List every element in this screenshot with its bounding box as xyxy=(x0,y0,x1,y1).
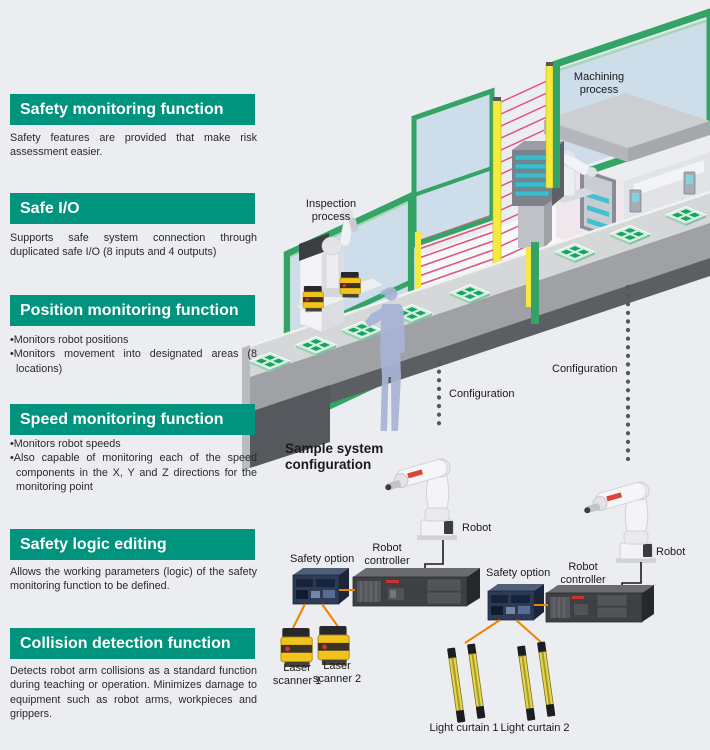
section-body-safety-monitoring: Safety features are provided that make r… xyxy=(10,132,257,159)
label-light-curtain-1: Light curtain 1 xyxy=(429,722,499,734)
worker-silhouette xyxy=(365,286,405,431)
section-body-safe-io: Supports safe system connection through … xyxy=(10,232,257,259)
section-body-safety-logic: Allows the working parameters (logic) of… xyxy=(10,566,257,593)
label-configuration-right: Configuration xyxy=(552,363,618,375)
gate-post-near xyxy=(526,242,539,324)
safety-option-1 xyxy=(292,568,349,605)
label-safety-option-2: Safety option xyxy=(486,567,551,579)
safety-option-2 xyxy=(487,584,544,621)
section-title-speed-monitoring: Speed monitoring function xyxy=(10,404,255,435)
cables-orange-1 xyxy=(291,589,355,631)
bullet-item: •Monitors movement into designated areas… xyxy=(10,348,257,375)
section-body-collision-detection: Detects robot arm collisions as a standa… xyxy=(10,665,257,720)
bullet-item: •Monitors robot positions xyxy=(10,334,129,346)
label-robot-controller-2: Robot controller xyxy=(560,561,606,586)
section-body-speed-monitoring: •Monitors robot speeds •Also capable of … xyxy=(10,437,257,494)
label-safety-option-1: Safety option xyxy=(290,553,355,565)
label-laser-scanner-2: Laser scanner 2 xyxy=(312,660,362,685)
cables-orange-2 xyxy=(464,604,548,644)
inspection-robot xyxy=(320,208,359,297)
sample-robot-2 xyxy=(580,480,657,564)
robot-controller-1 xyxy=(352,568,480,607)
machine-control-panel xyxy=(629,171,696,213)
section-title-safety-monitoring: Safety monitoring function xyxy=(10,94,255,125)
section-title-collision-detection: Collision detection function xyxy=(10,628,255,659)
section-title-safe-io: Safe I/O xyxy=(10,193,255,224)
bullet-item: •Monitors robot speeds xyxy=(10,438,121,450)
label-robot-1: Robot xyxy=(462,522,492,534)
label-inspection-process: Inspection process xyxy=(305,198,357,223)
section-body-position-monitoring: •Monitors robot positions •Monitors move… xyxy=(10,333,257,376)
label-laser-scanner-1: Laser scanner 1 xyxy=(272,662,322,687)
label-robot-controller-1: Robot controller xyxy=(364,542,410,567)
conveyor xyxy=(242,190,710,472)
scene-laser-scanner-2 xyxy=(339,271,361,298)
label-configuration-left: Configuration xyxy=(449,388,515,400)
robot-controller-2 xyxy=(545,585,654,623)
bullet-item: •Also capable of monitoring each of the … xyxy=(10,452,257,493)
fence-panel-gate xyxy=(411,87,495,249)
section-title-position-monitoring: Position monitoring function xyxy=(10,295,255,326)
label-sample-system-title: Sample system configuration xyxy=(285,441,384,472)
section-title-safety-logic: Safety logic editing xyxy=(10,529,255,560)
sample-robot-1 xyxy=(381,457,458,541)
corner-post xyxy=(545,62,560,189)
light-curtains xyxy=(446,640,556,724)
tray-rack xyxy=(512,141,564,248)
scene-laser-scanner-1 xyxy=(302,285,324,312)
label-light-curtain-2: Light curtain 2 xyxy=(500,722,570,734)
label-robot-2: Robot xyxy=(656,546,686,558)
label-machining-process: Machining process xyxy=(573,71,625,96)
inspection-station xyxy=(295,208,385,333)
